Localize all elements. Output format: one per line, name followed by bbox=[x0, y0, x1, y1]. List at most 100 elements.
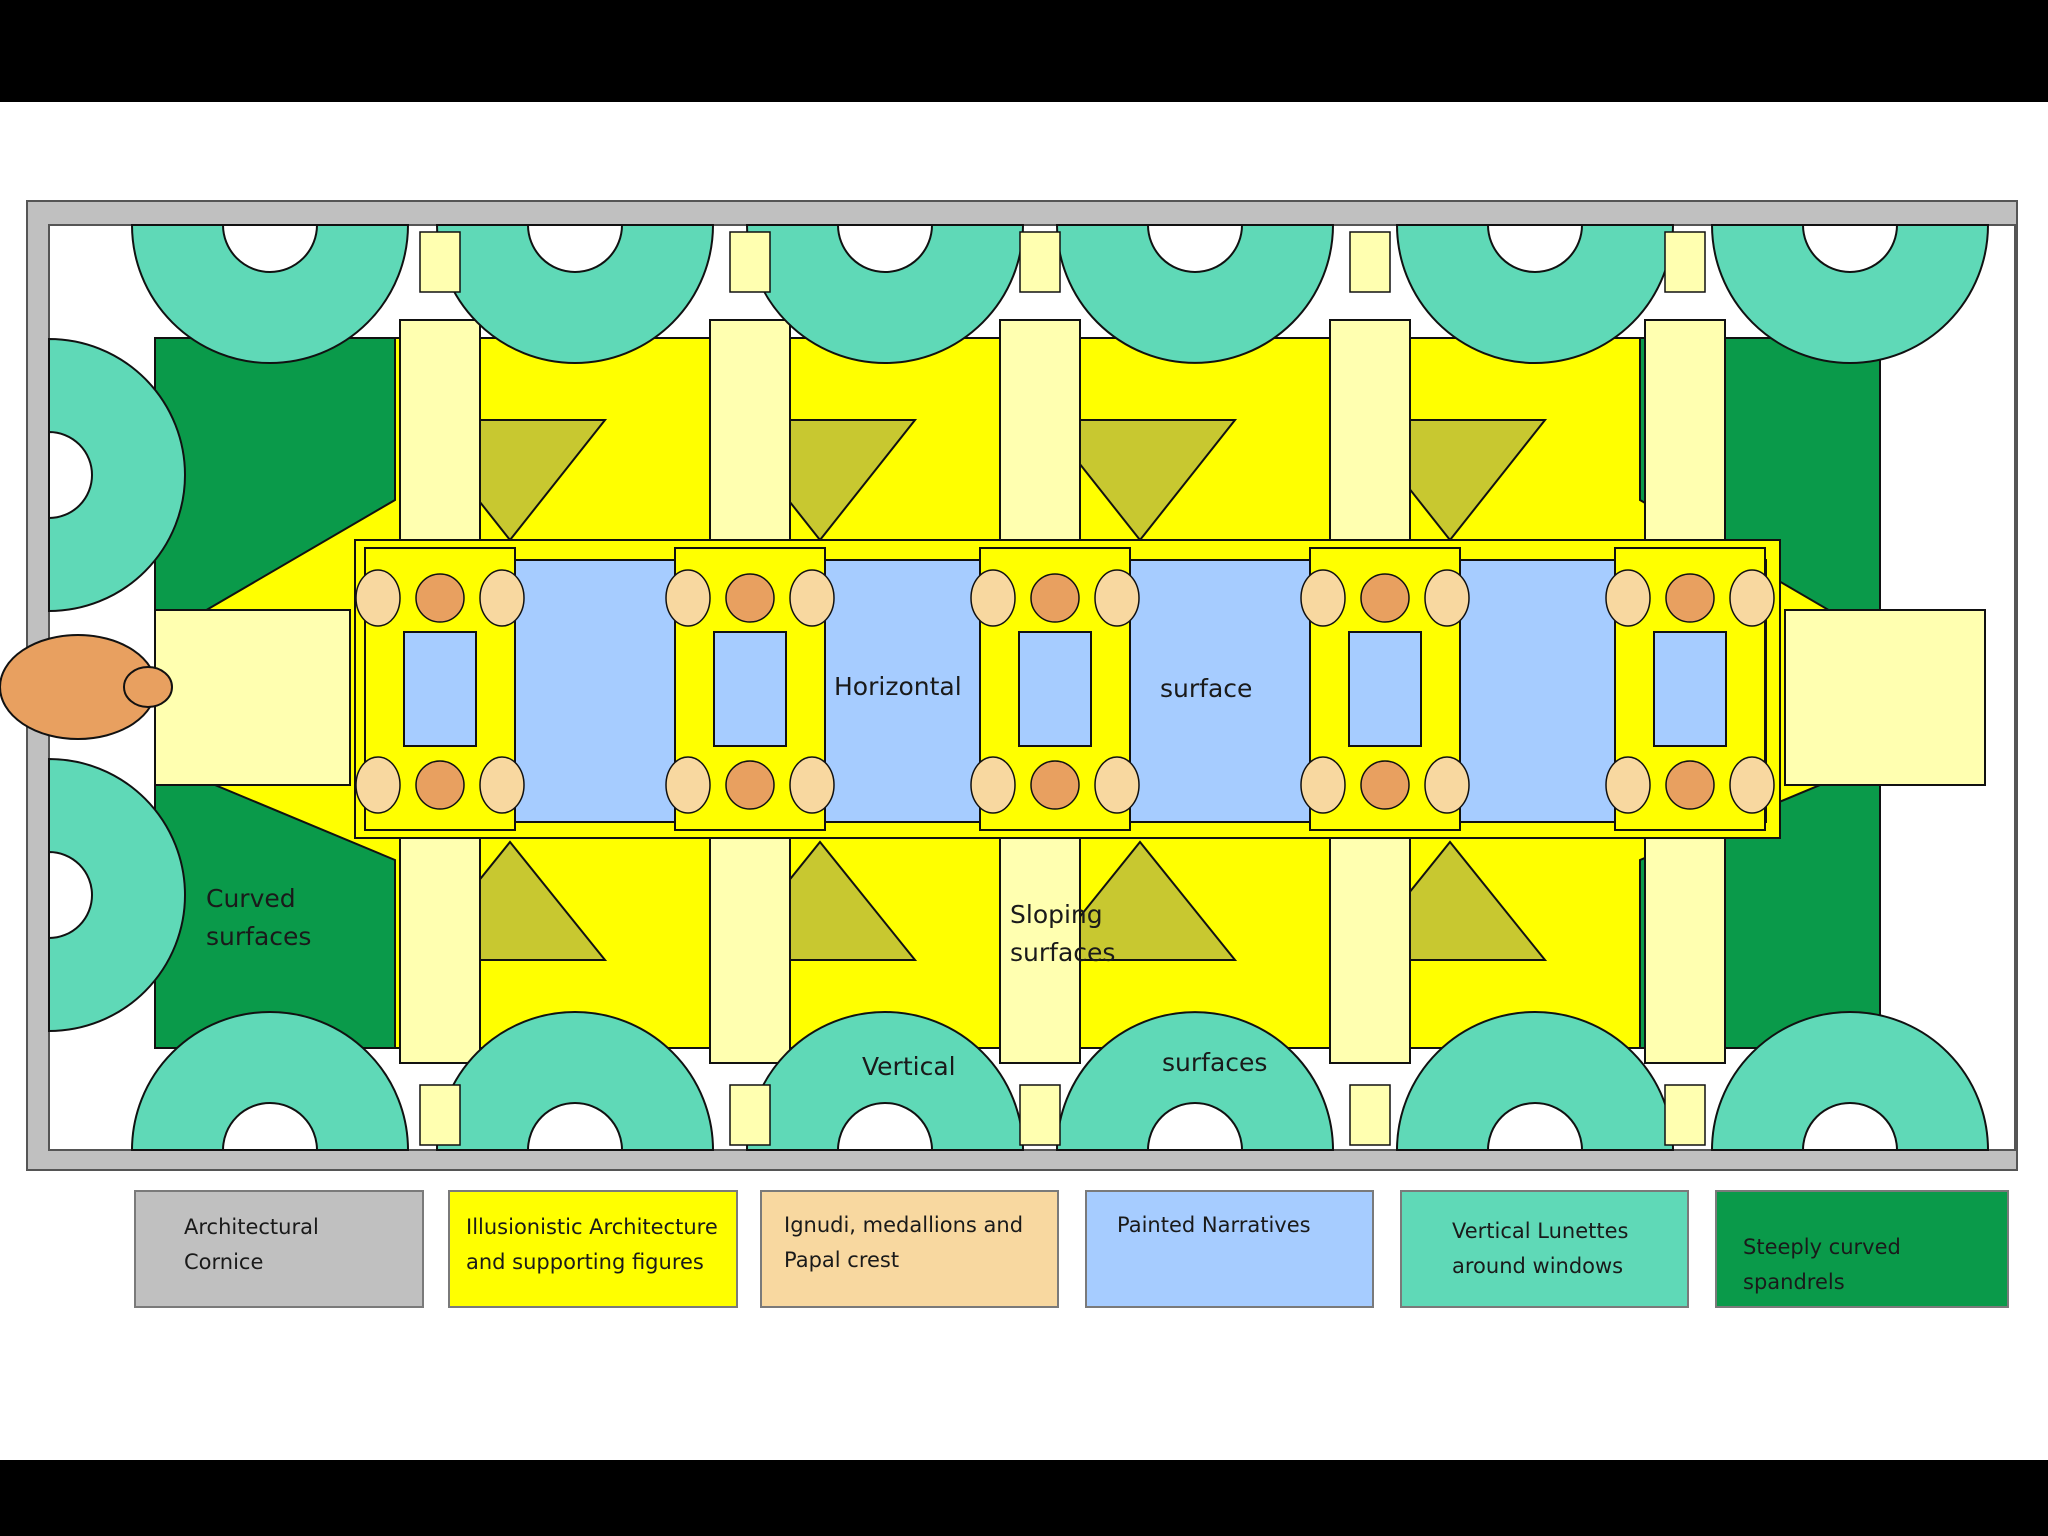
olive-triangle-top-2 bbox=[1042, 419, 1238, 542]
lunette-top-3 bbox=[1055, 224, 1335, 364]
olive-triangle-bottom-2 bbox=[1042, 840, 1238, 961]
ignudo-1-2 bbox=[665, 756, 711, 814]
ignudo-2-1 bbox=[1094, 569, 1140, 627]
lunette-bottom-4 bbox=[1395, 1011, 1675, 1151]
legend-illusionistic-architecture-text: Illusionistic Architecture and supportin… bbox=[466, 1215, 718, 1274]
small-narrative-4 bbox=[1653, 631, 1727, 747]
corbel-bottom-4 bbox=[1664, 1084, 1706, 1146]
lunette-left-1 bbox=[48, 757, 186, 1033]
medallion-bottom-3 bbox=[1360, 760, 1410, 810]
medallion-top-3 bbox=[1360, 573, 1410, 623]
ignudo-1-1 bbox=[789, 569, 835, 627]
end-panel-right bbox=[1784, 609, 1986, 786]
ignudo-1-0 bbox=[665, 569, 711, 627]
legend-cornice: Architectural Cornice bbox=[134, 1190, 424, 1308]
pilaster-bottom-4 bbox=[1644, 837, 1726, 1064]
pilaster-bottom-3 bbox=[1329, 837, 1411, 1064]
lunette-top-5 bbox=[1710, 224, 1990, 364]
medallion-bottom-0 bbox=[415, 760, 465, 810]
ignudo-3-1 bbox=[1424, 569, 1470, 627]
window-top-0 bbox=[221, 224, 319, 273]
medallion-bottom-1 bbox=[725, 760, 775, 810]
ignudo-0-3 bbox=[479, 756, 525, 814]
corbel-bottom-0 bbox=[419, 1084, 461, 1146]
lunette-bottom-3 bbox=[1055, 1011, 1335, 1151]
lunette-left-0 bbox=[48, 337, 186, 613]
pilaster-top-2 bbox=[999, 319, 1081, 546]
lunette-bottom-0 bbox=[130, 1011, 410, 1151]
corbel-top-0 bbox=[419, 231, 461, 293]
window-bottom-4 bbox=[1486, 1102, 1584, 1151]
lunette-top-0 bbox=[130, 224, 410, 364]
legend-curved-spandrels-text: Steeply curved spandrels bbox=[1743, 1235, 1901, 1294]
medallion-bottom-4 bbox=[1665, 760, 1715, 810]
ignudo-4-1 bbox=[1729, 569, 1775, 627]
ignudo-1-3 bbox=[789, 756, 835, 814]
window-bottom-3 bbox=[1146, 1102, 1244, 1151]
end-panel-left bbox=[154, 609, 351, 786]
ignudo-3-0 bbox=[1300, 569, 1346, 627]
corbel-bottom-3 bbox=[1349, 1084, 1391, 1146]
label-horizontal: Horizontal bbox=[834, 672, 962, 701]
corbel-top-1 bbox=[729, 231, 771, 293]
corbel-bottom-1 bbox=[729, 1084, 771, 1146]
corbel-top-3 bbox=[1349, 231, 1391, 293]
corbel-top-4 bbox=[1664, 231, 1706, 293]
ignudo-4-3 bbox=[1729, 756, 1775, 814]
medallion-top-1 bbox=[725, 573, 775, 623]
window-bottom-5 bbox=[1801, 1102, 1899, 1151]
lunette-bottom-5 bbox=[1710, 1011, 1990, 1151]
window-bottom-1 bbox=[526, 1102, 624, 1151]
medallion-bottom-2 bbox=[1030, 760, 1080, 810]
corbel-bottom-2 bbox=[1019, 1084, 1061, 1146]
pilaster-bottom-1 bbox=[709, 837, 791, 1064]
small-narrative-1 bbox=[713, 631, 787, 747]
medallion-top-4 bbox=[1665, 573, 1715, 623]
label-curved-surfaces: Curved surfaces bbox=[206, 884, 312, 951]
label-vertical-2: surfaces bbox=[1162, 1048, 1268, 1077]
corbel-top-2 bbox=[1019, 231, 1061, 293]
pilaster-top-4 bbox=[1644, 319, 1726, 546]
window-left-1 bbox=[48, 850, 93, 940]
legend-vertical-lunettes-text: Vertical Lunettes around windows bbox=[1452, 1219, 1629, 1278]
ignudo-2-3 bbox=[1094, 756, 1140, 814]
medallion-top-2 bbox=[1030, 573, 1080, 623]
papal-crest-ornament bbox=[123, 666, 173, 708]
window-bottom-2 bbox=[836, 1102, 934, 1151]
ignudo-0-1 bbox=[479, 569, 525, 627]
lunette-top-4 bbox=[1395, 224, 1675, 364]
pilaster-top-3 bbox=[1329, 319, 1411, 546]
legend-painted-narratives-text: Painted Narratives bbox=[1117, 1213, 1311, 1237]
pilaster-top-0 bbox=[399, 319, 481, 546]
legend-cornice-text: Architectural Cornice bbox=[184, 1215, 319, 1274]
small-narrative-0 bbox=[403, 631, 477, 747]
ignudo-4-2 bbox=[1605, 756, 1651, 814]
ignudo-2-2 bbox=[970, 756, 1016, 814]
legend-ignudi: Ignudi, medallions and Papal crest bbox=[760, 1190, 1059, 1308]
legend-vertical-lunettes: Vertical Lunettes around windows bbox=[1400, 1190, 1689, 1308]
legend-illusionistic-architecture: Illusionistic Architecture and supportin… bbox=[448, 1190, 738, 1308]
label-vertical: Vertical bbox=[862, 1052, 956, 1081]
legend-curved-spandrels: Steeply curved spandrels bbox=[1715, 1190, 2009, 1308]
ignudo-0-0 bbox=[355, 569, 401, 627]
ignudo-4-0 bbox=[1605, 569, 1651, 627]
pilaster-bottom-0 bbox=[399, 837, 481, 1064]
small-narrative-2 bbox=[1018, 631, 1092, 747]
legend-ignudi-text: Ignudi, medallions and Papal crest bbox=[784, 1213, 1024, 1272]
window-top-5 bbox=[1801, 224, 1899, 273]
window-top-2 bbox=[836, 224, 934, 273]
small-narrative-3 bbox=[1348, 631, 1422, 747]
label-horizontal-2: surface bbox=[1160, 674, 1253, 703]
window-top-1 bbox=[526, 224, 624, 273]
ignudo-3-3 bbox=[1424, 756, 1470, 814]
window-left-0 bbox=[48, 430, 93, 520]
label-sloping-surfaces: Sloping surfaces bbox=[1010, 900, 1116, 967]
window-bottom-0 bbox=[221, 1102, 319, 1151]
legend-painted-narratives: Painted Narratives bbox=[1085, 1190, 1374, 1308]
ignudo-3-2 bbox=[1300, 756, 1346, 814]
ignudo-2-0 bbox=[970, 569, 1016, 627]
window-top-3 bbox=[1146, 224, 1244, 273]
ignudo-0-2 bbox=[355, 756, 401, 814]
